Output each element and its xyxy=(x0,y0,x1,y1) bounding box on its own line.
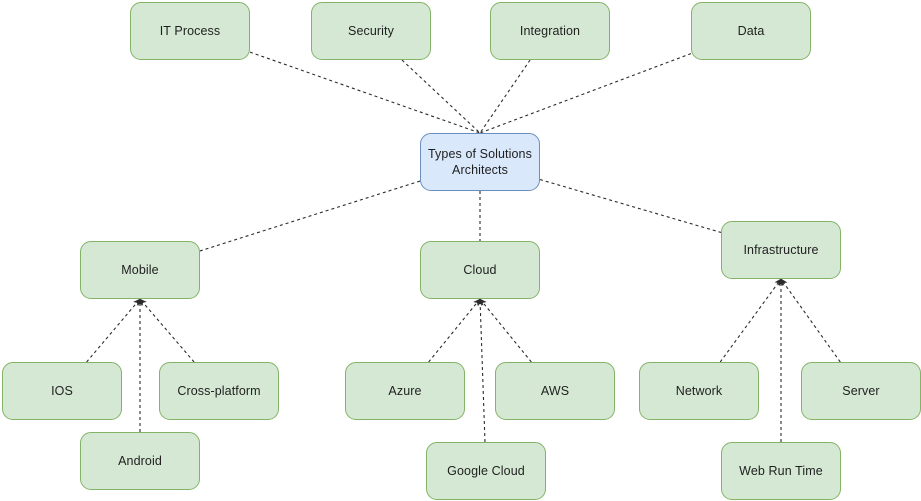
node-label-network: Network xyxy=(675,384,723,398)
node-label-root: Types of Solutions Architects xyxy=(428,147,532,177)
edge-cross-platform-to-mobile xyxy=(139,298,195,363)
node-label-mobile: Mobile xyxy=(121,263,159,277)
node-label-google-cloud: Google Cloud xyxy=(447,464,525,478)
node-label-azure: Azure xyxy=(388,384,422,398)
node-data[interactable]: Data xyxy=(691,2,811,60)
node-aws[interactable]: AWS xyxy=(495,362,615,420)
edge-azure-to-cloud xyxy=(428,298,481,363)
node-label-it-process: IT Process xyxy=(159,24,221,38)
node-mobile[interactable]: Mobile xyxy=(80,241,200,299)
node-integration[interactable]: Integration xyxy=(490,2,610,60)
node-infrastructure[interactable]: Infrastructure xyxy=(721,221,841,279)
edge-root-to-mobile xyxy=(199,180,421,252)
node-ios[interactable]: IOS xyxy=(2,362,122,420)
node-label-server: Server xyxy=(842,384,880,398)
edge-integration-to-root xyxy=(479,59,531,134)
edge-security-to-root xyxy=(401,59,481,134)
node-label-cross-platform: Cross-platform xyxy=(177,384,261,398)
node-web-run-time[interactable]: Web Run Time xyxy=(721,442,841,500)
edge-google-cloud-to-cloud xyxy=(476,298,486,443)
node-cross-platform[interactable]: Cross-platform xyxy=(159,362,279,420)
node-label-infrastructure: Infrastructure xyxy=(743,243,819,257)
edge-server-to-infrastructure xyxy=(780,278,841,363)
node-label-aws: AWS xyxy=(540,384,570,398)
node-label-android: Android xyxy=(118,454,162,468)
node-android[interactable]: Android xyxy=(80,432,200,490)
edge-data-to-root xyxy=(479,53,692,134)
node-label-ios: IOS xyxy=(51,384,73,398)
edge-it-process-to-root xyxy=(249,51,481,134)
edge-network-to-infrastructure xyxy=(719,278,782,363)
node-label-cloud: Cloud xyxy=(463,263,497,277)
edge-aws-to-cloud xyxy=(479,298,532,363)
node-network[interactable]: Network xyxy=(639,362,759,420)
node-it-process[interactable]: IT Process xyxy=(130,2,250,60)
edge-ios-to-mobile xyxy=(86,298,141,363)
node-label-security: Security xyxy=(348,24,394,38)
node-server[interactable]: Server xyxy=(801,362,921,420)
node-root[interactable]: Types of Solutions Architects xyxy=(420,133,540,191)
node-security[interactable]: Security xyxy=(311,2,431,60)
node-cloud[interactable]: Cloud xyxy=(420,241,540,299)
node-google-cloud[interactable]: Google Cloud xyxy=(426,442,546,500)
node-label-web-run-time: Web Run Time xyxy=(739,464,823,478)
node-label-data: Data xyxy=(737,24,765,38)
node-azure[interactable]: Azure xyxy=(345,362,465,420)
node-label-integration: Integration xyxy=(519,24,581,38)
edge-root-to-infrastructure xyxy=(539,179,722,233)
